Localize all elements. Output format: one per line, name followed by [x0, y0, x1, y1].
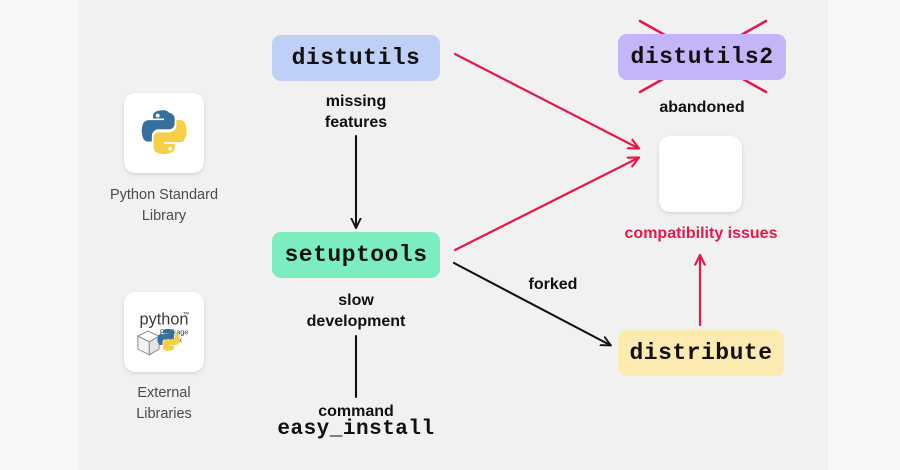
external-libraries-card[interactable]: python ™ Package Index — [124, 292, 204, 372]
edge-label-command: command — [318, 403, 394, 420]
caption-line-2: Library — [141, 208, 187, 225]
edge-label-abandoned: abandoned — [659, 99, 745, 116]
label-line-1: missing — [325, 93, 387, 110]
edge-label-easy-install: easy_install — [277, 418, 435, 441]
svg-text:™: ™ — [183, 312, 190, 319]
python-standard-library-caption: Python Standard Library — [69, 185, 259, 227]
node-distutils[interactable]: distutils — [272, 35, 440, 81]
caption-line-1: External — [137, 385, 191, 401]
edge-label-compatibility-issues: compatibility issues — [624, 225, 778, 242]
node-distutils2[interactable]: distutils2 — [618, 34, 786, 80]
broken-image-placeholder[interactable] — [659, 136, 742, 212]
label-line-1: slow — [338, 292, 374, 309]
edge-label-forked: forked — [528, 276, 578, 293]
svg-text:Package: Package — [160, 327, 189, 336]
caption-line-2: Libraries — [136, 406, 192, 423]
edge-label-missing-features: missing features — [286, 92, 426, 134]
edge-label-slow-development: slow development — [276, 291, 436, 333]
caption-line-1: Python Standard — [109, 187, 219, 203]
svg-text:python: python — [140, 311, 189, 329]
pypi-logo-icon: python ™ Package Index — [136, 311, 190, 356]
python-standard-library-card[interactable] — [124, 93, 204, 173]
label-line-2: development — [306, 312, 406, 330]
python-logo-icon — [141, 110, 187, 155]
node-setuptools[interactable]: setuptools — [272, 232, 440, 278]
label-line-2: features — [324, 113, 388, 131]
external-libraries-caption: External Libraries — [69, 383, 259, 425]
node-distribute[interactable]: distribute — [618, 330, 784, 376]
